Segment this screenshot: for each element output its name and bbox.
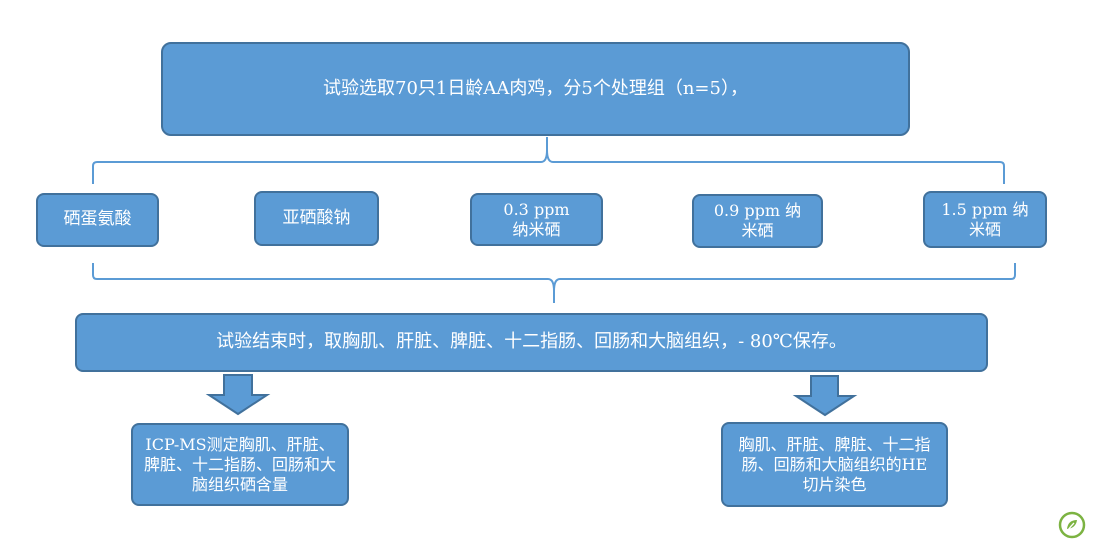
trial-description-box: 试验选取70只1日龄AA肉鸡，分5个处理组（n=5）， (161, 42, 910, 136)
leaf-logo-icon (1058, 511, 1086, 539)
group-box-5: 1.5 ppm 纳米硒 (923, 191, 1047, 248)
group-label: 亚硒酸钠 (282, 207, 351, 228)
group-box-2: 亚硒酸钠 (254, 191, 379, 246)
group-label: 硒蛋氨酸 (63, 209, 132, 230)
top-brace (92, 137, 1005, 184)
group-box-1: 硒蛋氨酸 (36, 193, 159, 247)
icp-ms-box: ICP-MS测定胸肌、肝脏、脾脏、十二指肠、回肠和大脑组织硒含量 (131, 423, 349, 506)
down-arrow-icon (792, 375, 858, 417)
group-label: 0.3 ppm 纳米硒 (503, 199, 570, 239)
he-staining-box: 胸肌、肝脏、脾脏、十二指肠、回肠和大脑组织的HE切片染色 (721, 422, 948, 507)
down-arrow-icon (205, 374, 271, 416)
group-box-4: 0.9 ppm 纳米硒 (692, 194, 823, 248)
icp-ms-text: ICP-MS测定胸肌、肝脏、脾脏、十二指肠、回肠和大脑组织硒含量 (143, 434, 336, 494)
he-staining-text: 胸肌、肝脏、脾脏、十二指肠、回肠和大脑组织的HE切片染色 (738, 434, 931, 494)
sampling-text: 试验结束时，取胸肌、肝脏、脾脏、十二指肠、回肠和大脑组织，- 80℃保存。 (216, 331, 847, 353)
trial-description-text: 试验选取70只1日龄AA肉鸡，分5个处理组（n=5）， (323, 77, 748, 99)
bottom-brace (92, 263, 1016, 303)
group-box-3: 0.3 ppm 纳米硒 (470, 193, 603, 246)
sampling-box: 试验结束时，取胸肌、肝脏、脾脏、十二指肠、回肠和大脑组织，- 80℃保存。 (75, 313, 988, 372)
group-label: 1.5 ppm 纳米硒 (941, 199, 1029, 239)
group-label: 0.9 ppm 纳米硒 (713, 201, 802, 240)
